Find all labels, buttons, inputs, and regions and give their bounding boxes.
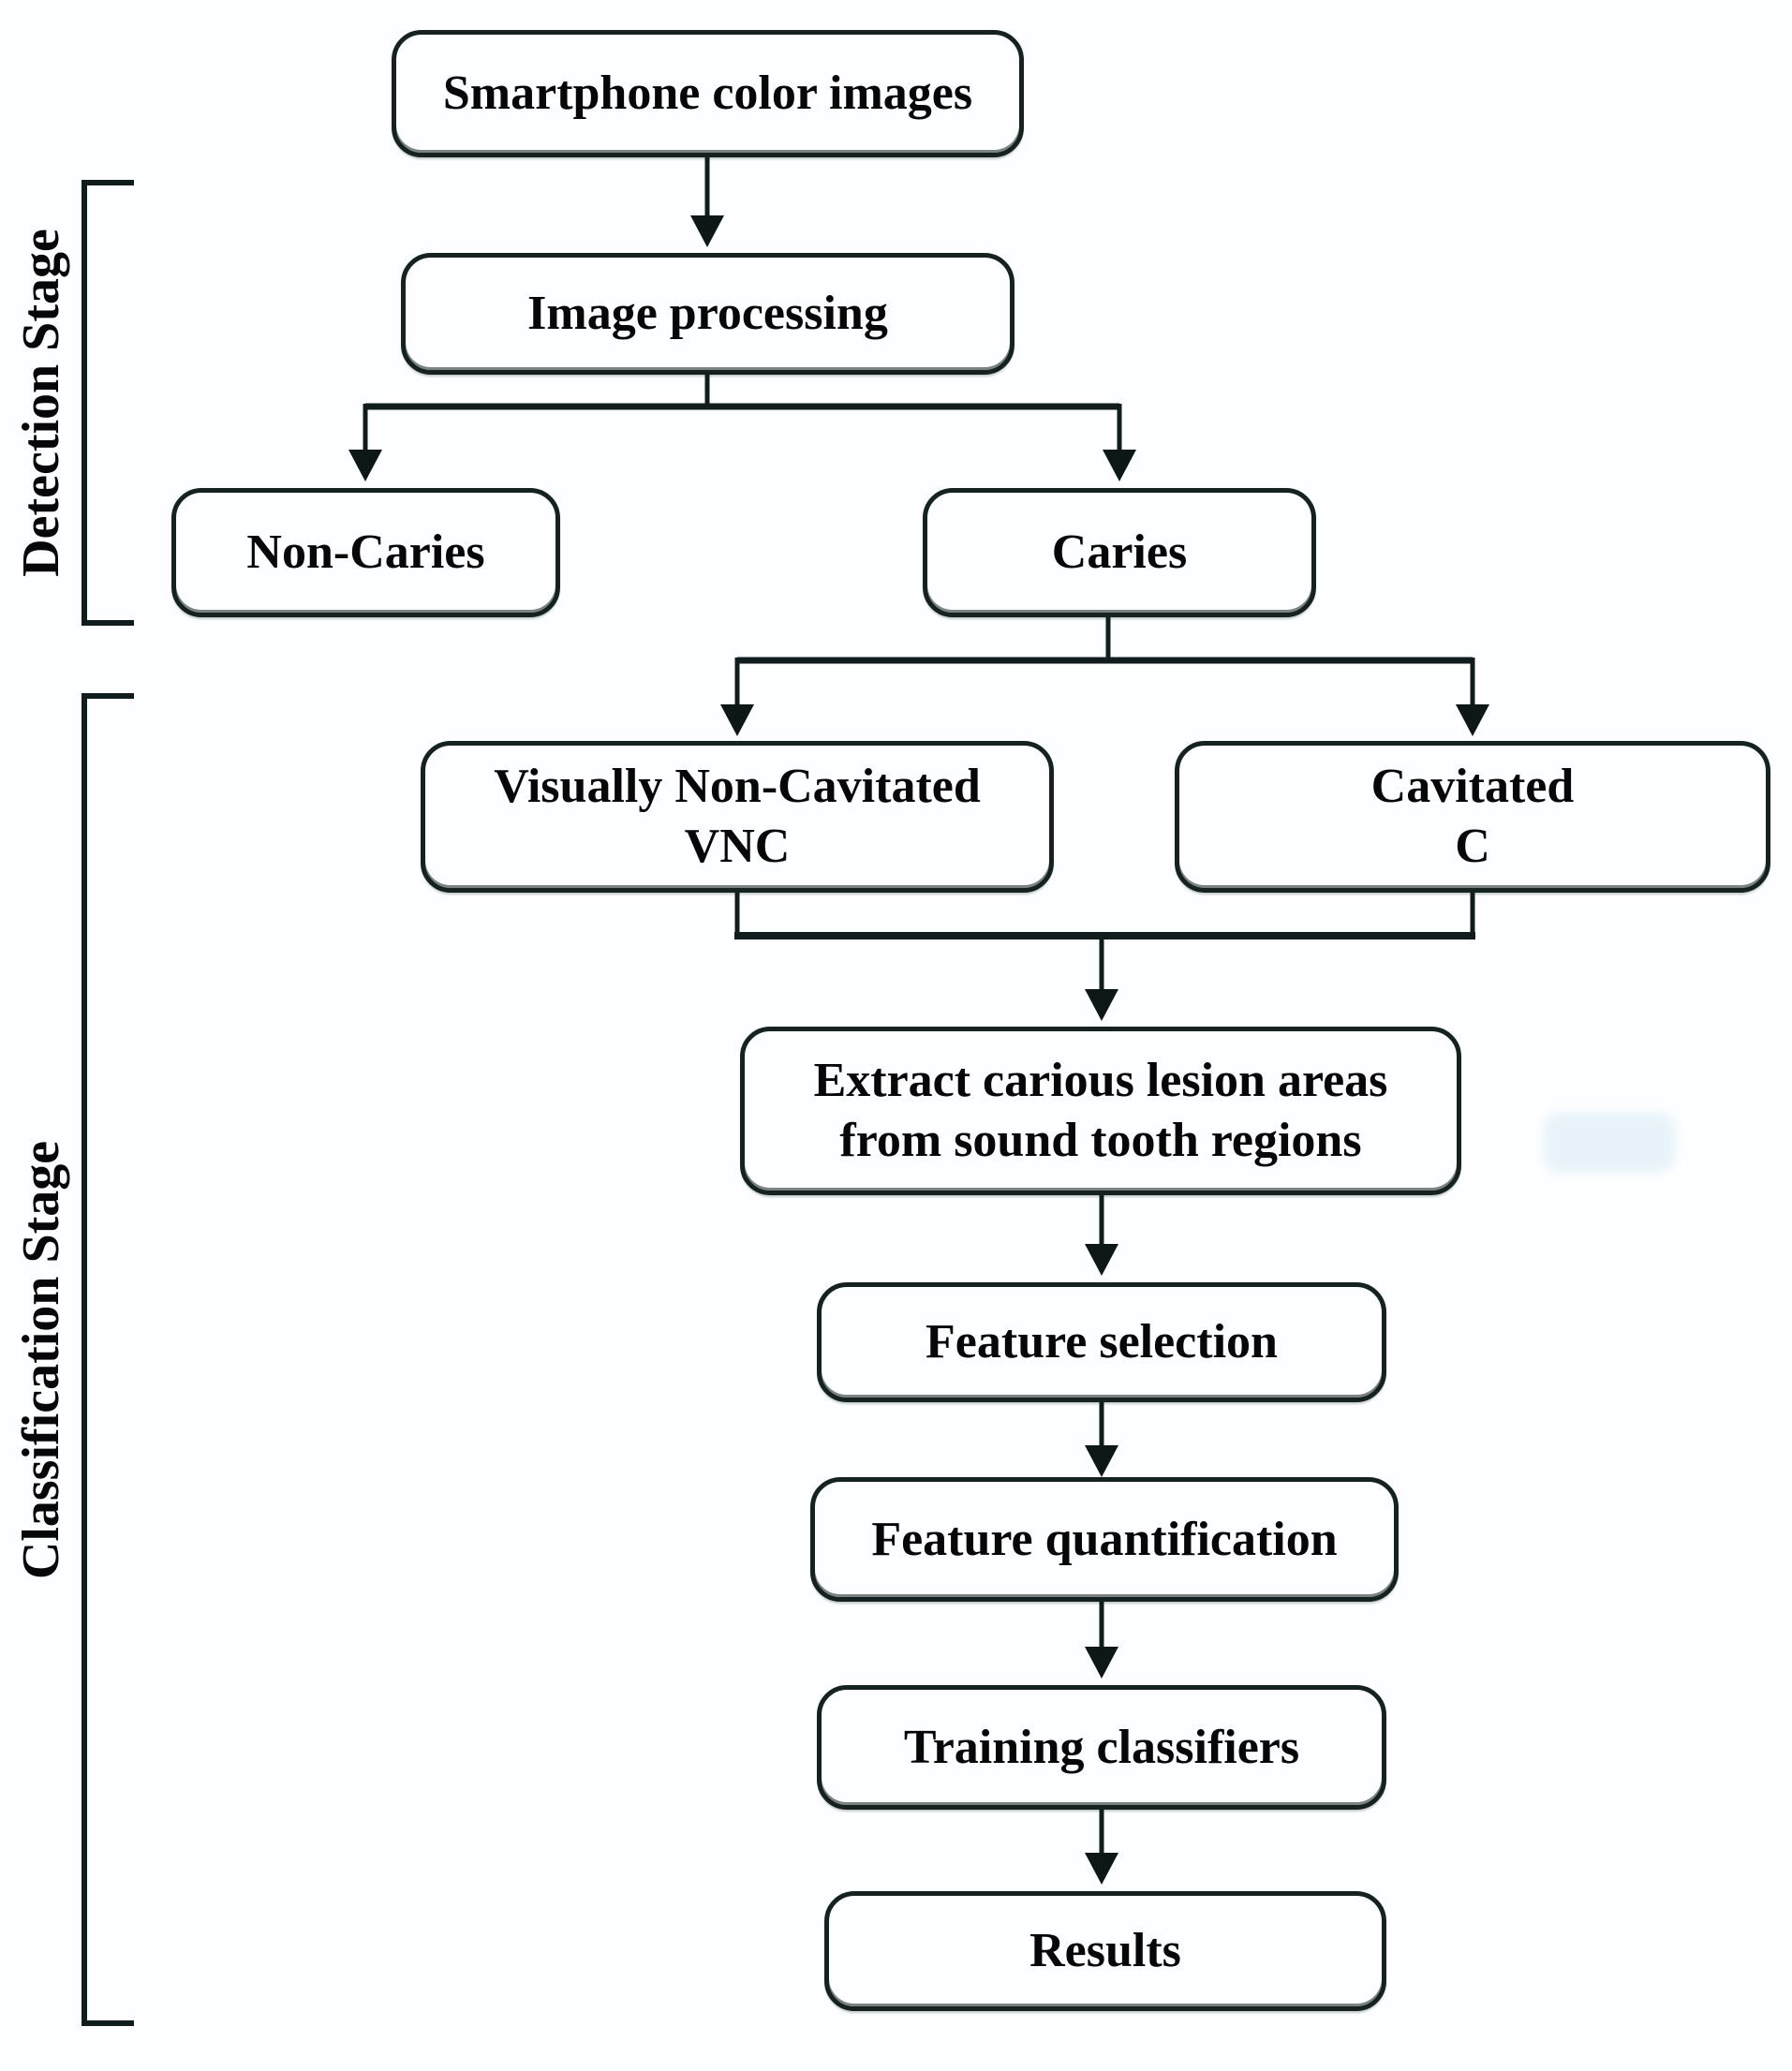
arrowhead-into-cavitated xyxy=(1456,704,1489,736)
node-feature-selection: Feature selection xyxy=(817,1282,1386,1402)
node-results: Results xyxy=(824,1891,1386,2011)
node-label-line2: C xyxy=(1455,820,1490,873)
bracket-classification-stage xyxy=(81,693,134,2026)
arrowhead-into-image-processing xyxy=(690,215,724,247)
arrowhead-into-results xyxy=(1085,1853,1118,1885)
node-label: Smartphone color images xyxy=(442,67,973,120)
node-cavitated: Cavitated C xyxy=(1175,741,1770,893)
bracket-detection-stage xyxy=(81,180,134,626)
arrowhead-into-caries xyxy=(1103,450,1136,481)
arrowhead-into-training-classifiers xyxy=(1085,1647,1118,1679)
node-feature-quantification: Feature quantification xyxy=(810,1477,1399,1602)
node-label-line1: Visually Non-Cavitated xyxy=(494,760,981,813)
arrowhead-into-feature-quantification xyxy=(1085,1445,1118,1477)
label-detection-stage: Detection Stage xyxy=(12,229,70,577)
node-label: Feature selection xyxy=(926,1315,1278,1368)
scan-artifact-smudge xyxy=(1544,1113,1675,1173)
arrowhead-into-vnc xyxy=(720,704,754,736)
label-classification-stage: Classification Stage xyxy=(12,1140,70,1580)
node-label-line1: Cavitated xyxy=(1370,760,1575,813)
node-label-line1: Extract carious lesion areas xyxy=(813,1054,1388,1107)
node-extract-carious-lesion-areas: Extract carious lesion areas from sound … xyxy=(740,1027,1461,1195)
arrowhead-into-extract xyxy=(1085,989,1118,1021)
node-label: Results xyxy=(1029,1924,1181,1977)
node-training-classifiers: Training classifiers xyxy=(817,1685,1386,1810)
arrowhead-into-feature-selection xyxy=(1085,1244,1118,1276)
node-label: Non-Caries xyxy=(246,525,485,579)
node-label: Training classifiers xyxy=(903,1720,1300,1774)
node-label: Feature quantification xyxy=(871,1512,1338,1566)
arrowhead-into-non-caries xyxy=(348,450,382,481)
node-label-line2: VNC xyxy=(684,820,791,873)
node-smartphone-color-images: Smartphone color images xyxy=(392,30,1024,157)
node-non-caries: Non-Caries xyxy=(171,488,560,617)
node-label: Caries xyxy=(1051,525,1188,579)
node-caries: Caries xyxy=(923,488,1316,617)
node-label: Image processing xyxy=(527,287,888,340)
node-visually-non-cavitated: Visually Non-Cavitated VNC xyxy=(421,741,1054,893)
node-label-line2: from sound tooth regions xyxy=(839,1114,1362,1167)
node-image-processing: Image processing xyxy=(401,253,1014,375)
